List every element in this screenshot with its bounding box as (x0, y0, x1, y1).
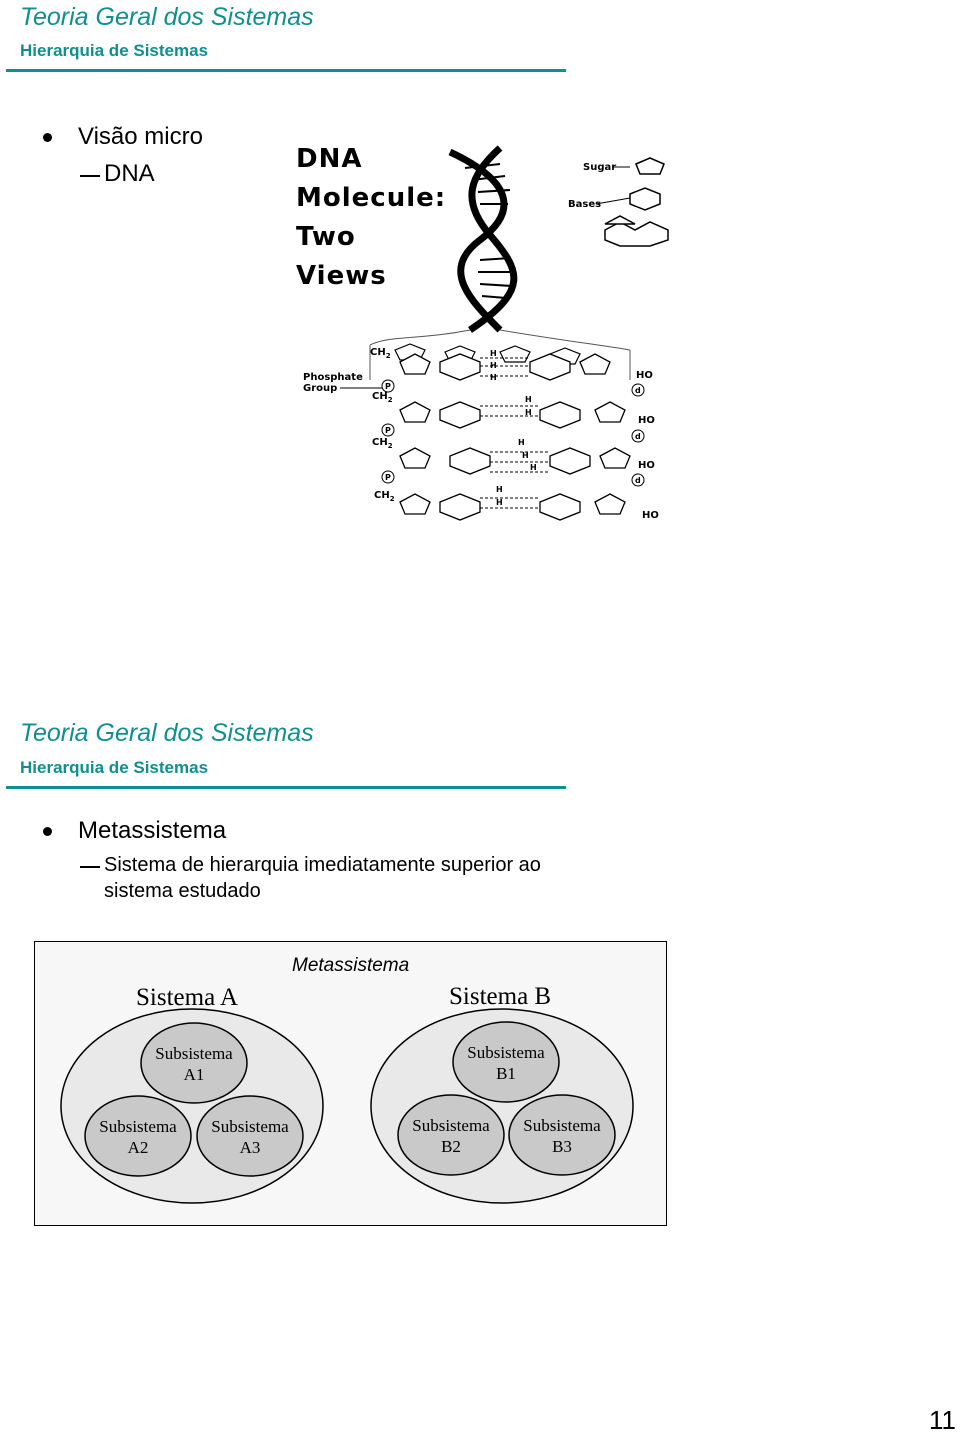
subsistema-a2-label: Subsistema A2 (78, 1116, 198, 1158)
phosphate-label: Phosphate (303, 372, 363, 383)
subsistema-a1-label: Subsistema A1 (134, 1043, 254, 1085)
h-label: H (490, 361, 497, 370)
ch2-label: CH2 (372, 391, 393, 404)
base-ring (629, 187, 661, 211)
bullet-metassistema: Metassistema (78, 817, 227, 844)
h-label: H (522, 451, 529, 460)
sub-bullet-dash (80, 866, 100, 868)
page-number: 11 (929, 1405, 956, 1435)
slide-title: Teoria Geral dos Sistemas (20, 719, 314, 747)
h-label: H (518, 438, 525, 447)
subsistema-a2-ellipse (84, 1095, 192, 1177)
dna-heading-line: Molecule: (296, 183, 447, 213)
subsistema-word: Subsistema (211, 1117, 289, 1136)
ch2-label: CH2 (372, 437, 393, 450)
h-label: H (496, 485, 503, 494)
sub-bullet-line-2: sistema estudado (104, 880, 261, 902)
dna-ladder-outline (369, 329, 631, 380)
p-label: P (385, 382, 391, 391)
hydrogen-labels: H H H H H H H H H H (490, 349, 537, 507)
subsistema-word: Subsistema (523, 1116, 601, 1135)
ho-label: HO (638, 460, 655, 471)
subsistema-a3-label: Subsistema A3 (190, 1116, 310, 1158)
d-label: d (635, 386, 641, 395)
subsistema-word: Subsistema (99, 1117, 177, 1136)
h-label: H (525, 395, 532, 404)
dna-heading-line: Two (296, 222, 356, 252)
bases-pointer (595, 197, 631, 205)
slide-subtitle: Hierarquia de Sistemas (20, 41, 209, 60)
bullet-dot (43, 827, 52, 836)
subsistema-id: A2 (127, 1138, 149, 1157)
h-label: H (490, 373, 497, 382)
subsistema-b2-ellipse (397, 1094, 505, 1176)
dna-figure-heading: DNA Molecule: Two Views (296, 140, 446, 296)
bullet-visao-micro: Visão micro (78, 123, 203, 150)
h-label: H (525, 408, 532, 417)
slide-subtitle: Hierarquia de Sistemas (20, 758, 209, 777)
p-label: P (385, 426, 391, 435)
ho-label: HO (642, 510, 659, 521)
h-label: H (490, 349, 497, 358)
metassistema-label: Metassistema (292, 955, 410, 976)
sugar-ring (635, 157, 665, 175)
left-backbone: CH2 CH2 CH2 CH2 (370, 347, 395, 503)
p-label: P (385, 473, 391, 482)
subsistema-id: A1 (183, 1065, 205, 1084)
hydrogen-bonds (480, 357, 550, 509)
slide-title: Teoria Geral dos Sistemas (20, 3, 314, 31)
title-divider (6, 786, 566, 789)
sugar-label: Sugar (583, 162, 616, 173)
dna-heading-line: DNA (296, 144, 363, 174)
subsistema-word: Subsistema (467, 1043, 545, 1062)
subsistema-id: B3 (552, 1137, 572, 1156)
subsistema-word: Subsistema (412, 1116, 490, 1135)
sub-bullet-dash (80, 175, 100, 177)
sistema-a-title: Sistema A (136, 984, 239, 1011)
subsistema-id: B1 (496, 1064, 516, 1083)
ho-label: HO (638, 415, 655, 426)
sub-bullet-line-1: Sistema de hierarquia imediatamente supe… (104, 854, 541, 876)
system-ellipses (60, 1008, 634, 1204)
h-label: H (496, 498, 503, 507)
subsistema-a1-ellipse (140, 1022, 248, 1104)
base-stack (604, 215, 636, 225)
dna-illustration: Sugar Bases Phosphate Group CH2 CH2 CH2 … (303, 145, 669, 521)
d-label: d (635, 432, 641, 441)
ch2-label: CH2 (370, 347, 391, 360)
subsistema-id: B2 (441, 1137, 461, 1156)
subsistema-id: A3 (239, 1138, 261, 1157)
h-label: H (530, 463, 537, 472)
subsistema-b1-label: Subsistema B1 (446, 1042, 566, 1084)
right-backbone: HO HO HO HO (636, 370, 659, 521)
phosphate-p-labels: P P P (385, 382, 391, 482)
subsistema-b3-label: Subsistema B3 (502, 1115, 622, 1157)
base-pair-rows (399, 353, 631, 521)
right-d-circles (631, 383, 645, 487)
group-label: Group (303, 383, 337, 394)
base-ring-double (604, 221, 669, 247)
d-label: d (635, 476, 641, 485)
subsistema-b1-ellipse (452, 1021, 560, 1103)
ho-label: HO (636, 370, 653, 381)
subsistema-a3-ellipse (196, 1095, 304, 1177)
dna-rungs (464, 163, 514, 299)
right-d-labels: d d d (635, 386, 641, 485)
subsistema-b3-ellipse (508, 1094, 616, 1176)
dna-heading-line: Views (296, 261, 387, 291)
sistema-b-title: Sistema B (449, 983, 552, 1010)
subsistema-word: Subsistema (155, 1044, 233, 1063)
bases-label: Bases (568, 199, 601, 210)
sub-bullet-dna: DNA (104, 160, 155, 187)
bullet-dot (43, 133, 52, 142)
subsistema-b2-label: Subsistema B2 (391, 1115, 511, 1157)
ch2-label: CH2 (374, 490, 395, 503)
phosphate-circles (381, 379, 395, 484)
title-divider (6, 69, 566, 72)
